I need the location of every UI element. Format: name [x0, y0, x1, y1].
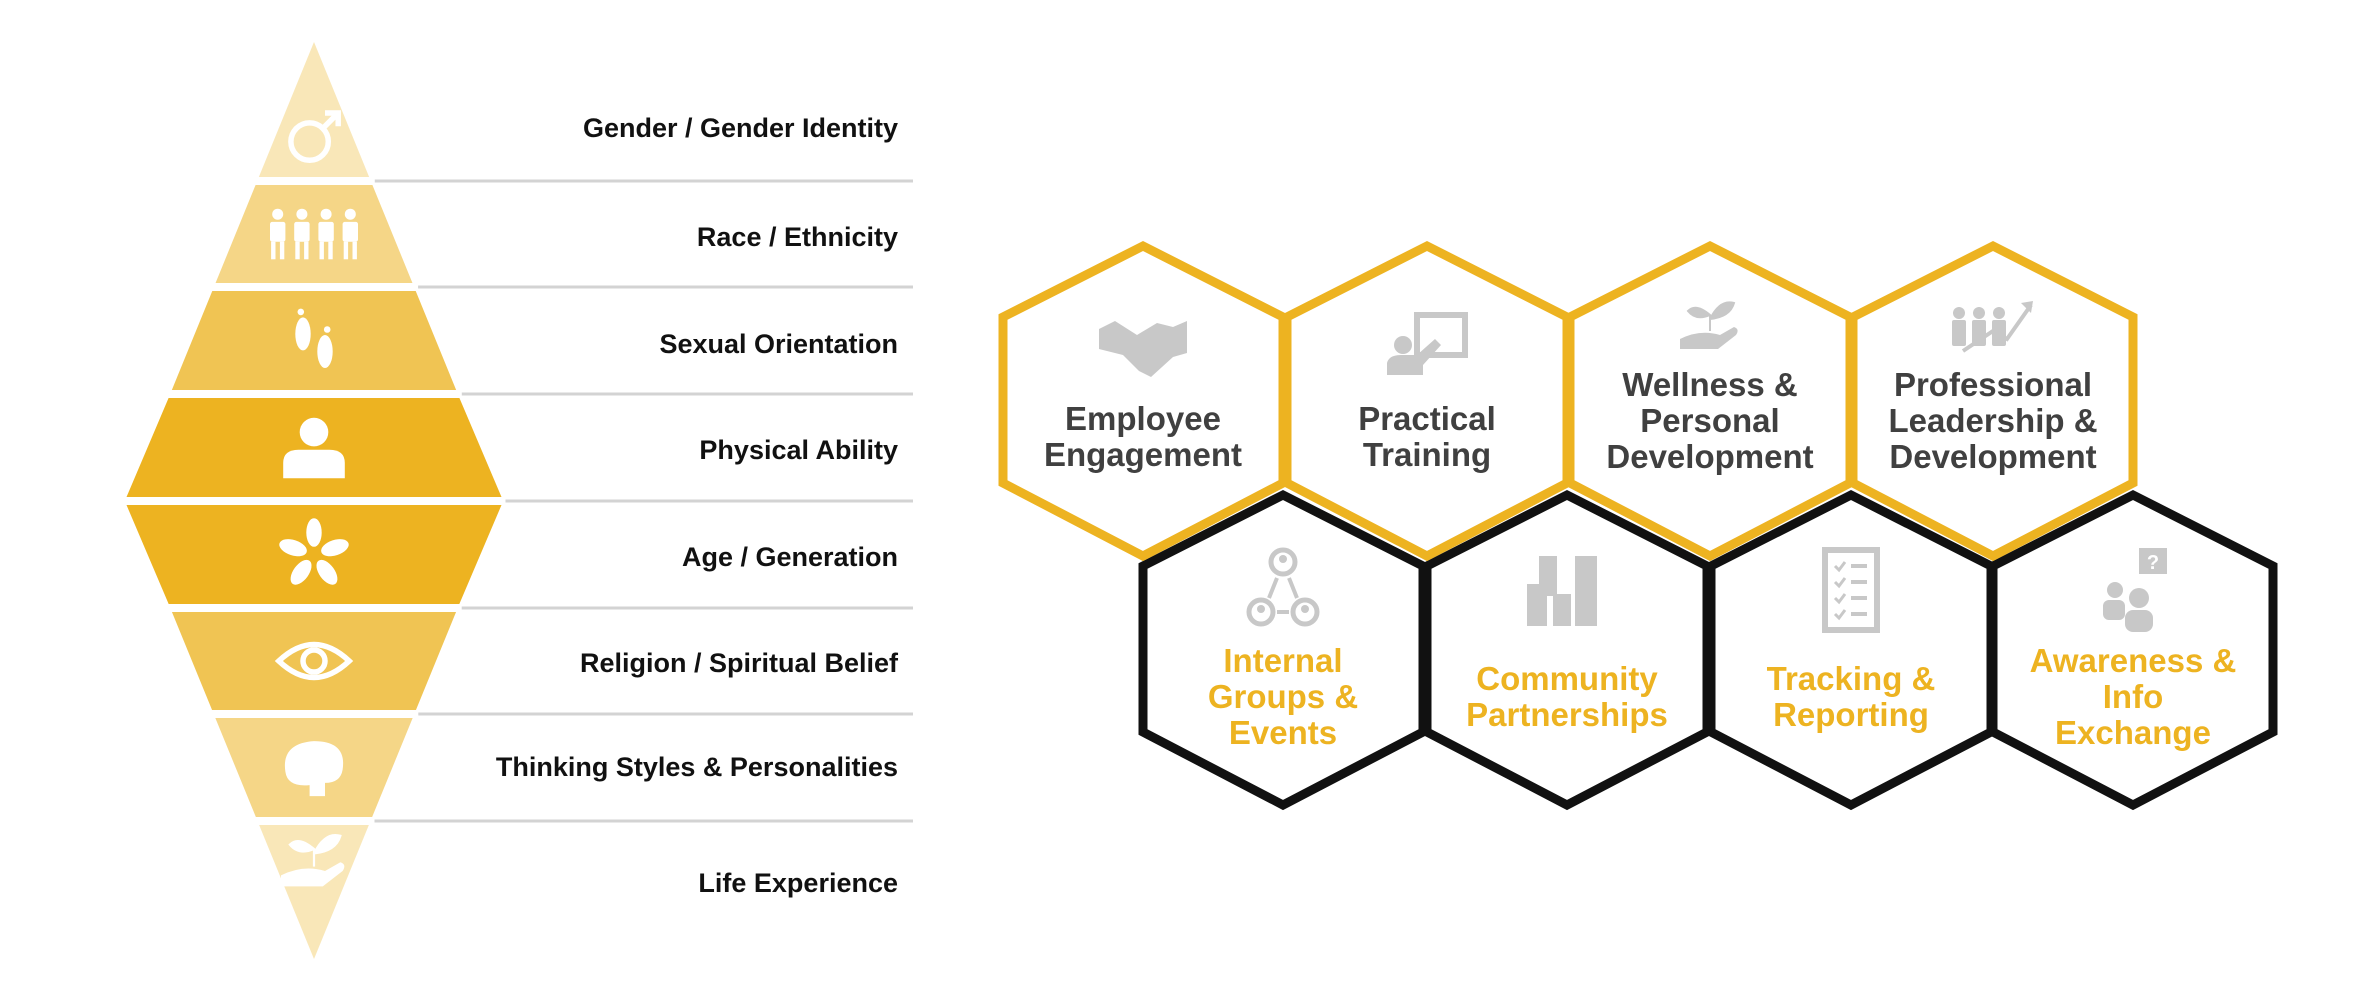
diamond-band [171, 612, 457, 710]
hexagon-outline [1988, 489, 2278, 811]
diamond-band [215, 185, 413, 283]
hexagon-outline [1706, 489, 1996, 811]
people-group-icon [270, 208, 358, 260]
diamond-layer: Gender / Gender Identity [258, 42, 898, 177]
diamond-band [258, 42, 370, 177]
team-growth-icon [1952, 301, 2033, 353]
diamond-layer: Race / Ethnicity [215, 185, 898, 283]
network-people-icon [1246, 547, 1320, 627]
eye-icon [274, 641, 354, 681]
brain-icon [284, 741, 344, 797]
diamond-layer: Physical Ability [126, 398, 898, 497]
hexagon-label-line: Groups & [1208, 678, 1358, 715]
plant-hand-icon [1680, 301, 1738, 349]
person-icon [283, 417, 345, 479]
diamond-layer: Age / Generation [126, 505, 898, 604]
hexagon-label-line: Training [1363, 436, 1491, 473]
diamond-layer-label: Religion / Spiritual Belief [580, 648, 899, 678]
hexagon-label-line: Development [1889, 438, 2096, 475]
hands-circle-icon [279, 518, 349, 585]
diamond-layer-label: Sexual Orientation [659, 329, 898, 359]
svg-text:?: ? [2147, 552, 2159, 574]
footprints-icon [295, 308, 333, 368]
hexagon-label-line: Personal [1640, 402, 1779, 439]
program-hexagon[interactable]: Tracking &Reporting [1706, 489, 1996, 811]
diamond-layer: Religion / Spiritual Belief [171, 612, 899, 710]
diamond-band [126, 505, 502, 604]
diamond-band [171, 291, 457, 390]
diamond-layer-label: Life Experience [698, 868, 898, 898]
buildings-icon [1527, 556, 1597, 626]
diamond-layer-label: Race / Ethnicity [697, 222, 898, 252]
diamond-band [126, 398, 502, 497]
hexagon-outline [1848, 240, 2138, 562]
question-people-icon: ? [2103, 548, 2167, 632]
hexagon-label-line: Engagement [1044, 436, 1242, 473]
hexagon-label-line: Community [1476, 660, 1658, 697]
hexagon-label-line: Reporting [1773, 696, 1929, 733]
hexagon-label-line: Events [1229, 714, 1337, 751]
diamond-layer-label: Physical Ability [699, 435, 898, 465]
hexagon-label-line: Tracking & [1767, 660, 1936, 697]
diamond-layer: Life Experience [259, 825, 898, 959]
hexagon-label-line: Internal [1223, 642, 1342, 679]
checklist-icon [1822, 547, 1880, 633]
diamond-layer-label: Thinking Styles & Personalities [496, 752, 898, 782]
diamond-layer: Sexual Orientation [171, 291, 898, 390]
diamond-layer: Thinking Styles & Personalities [215, 718, 898, 817]
hexagon-label-line: Employee [1065, 400, 1221, 437]
hexagon-label-line: Exchange [2055, 714, 2211, 751]
hexagon-label-line: Development [1606, 438, 1813, 475]
plant-hand-icon [281, 834, 345, 887]
hexagon-label-line: Partnerships [1466, 696, 1668, 733]
diamond-band [259, 825, 369, 959]
gender-male-icon [288, 110, 341, 164]
diamond-layer-label: Gender / Gender Identity [583, 113, 898, 143]
hexagon-label-line: Info [2103, 678, 2163, 715]
handshake-icon [1099, 321, 1187, 377]
presentation-icon [1387, 312, 1468, 375]
hexagon-label-line: Leadership & [1888, 402, 2097, 439]
hexagon-label-line: Wellness & [1622, 366, 1797, 403]
hexagon-label-line: Practical [1358, 400, 1496, 437]
diamond-layer-label: Age / Generation [682, 542, 898, 572]
hexagon-label-line: Professional [1894, 366, 2092, 403]
hexagon-label-line: Awareness & [2030, 642, 2237, 679]
hexagon-outline [1422, 489, 1712, 811]
